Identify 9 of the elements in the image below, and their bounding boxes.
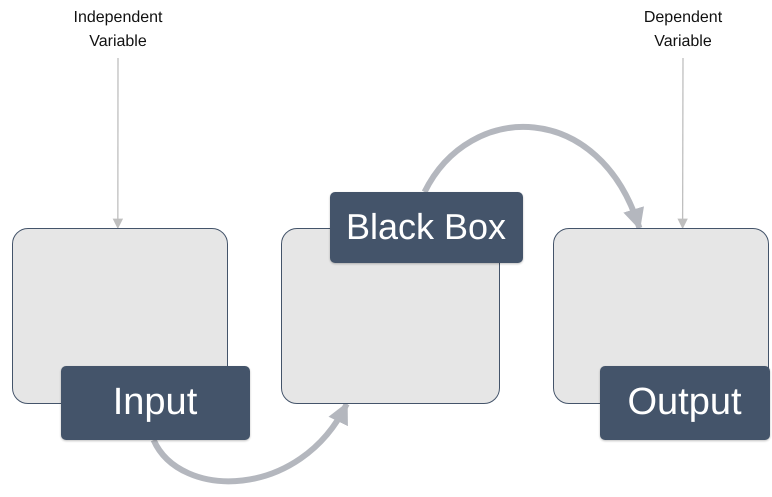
stage-label: Output	[600, 366, 770, 440]
variable-label: Independent Variable	[48, 6, 188, 58]
stage-label: Input	[60, 366, 250, 440]
stage-label: Black Box	[330, 192, 522, 262]
curved-arrow	[151, 402, 350, 484]
variable-label: Dependent Variable	[613, 6, 753, 58]
arrow	[112, 58, 124, 230]
arrow	[677, 58, 688, 230]
curved-arrow	[422, 124, 642, 230]
